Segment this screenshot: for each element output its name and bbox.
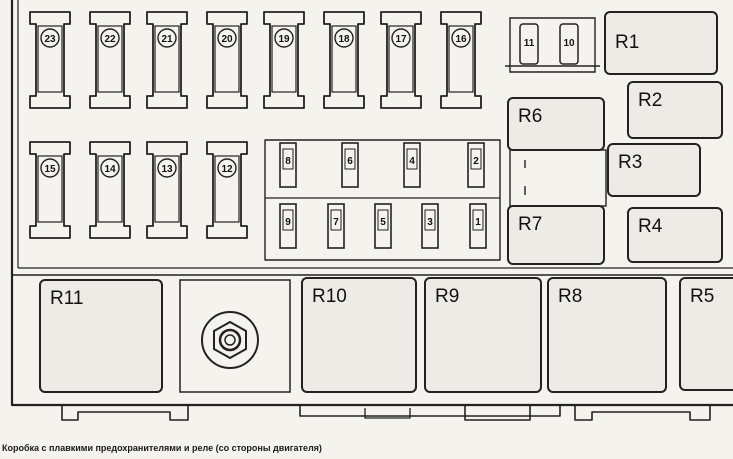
fuse-17: 17 <box>380 11 422 109</box>
mini-fuse-7: 7 <box>327 203 345 249</box>
mini-fuse-3: 3 <box>421 203 439 249</box>
diode-module <box>509 149 607 207</box>
fuse-23: 23 <box>29 11 71 109</box>
relay-label-r4: R4 <box>638 216 663 237</box>
mini-fuse-6: 6 <box>341 142 359 188</box>
fuse-12: 12 <box>206 141 248 239</box>
fuse-label-15: 15 <box>44 164 56 175</box>
relay-r3: R3 <box>607 143 701 197</box>
relay-label-r7: R7 <box>518 214 542 235</box>
relay-r11: R11 <box>39 279 163 393</box>
relay-r1: R1 <box>604 11 718 75</box>
relay-label-r5: R5 <box>690 286 714 307</box>
fuse-label-17: 17 <box>395 34 407 45</box>
fuse-label-13: 13 <box>161 164 173 175</box>
fuse-label-23: 23 <box>44 34 56 45</box>
mini-fuse-label-1: 1 <box>475 217 481 228</box>
mini-fuse-label-5: 5 <box>380 217 386 228</box>
fuse-label-16: 16 <box>455 34 467 45</box>
relay-label-r9: R9 <box>435 286 459 307</box>
fuse-label-12: 12 <box>221 164 233 175</box>
mini-fuse-label-2: 2 <box>473 156 479 167</box>
fuse-18: 18 <box>323 11 365 109</box>
mini-fuse-label-6: 6 <box>347 156 353 167</box>
mini-fuse-1: 1 <box>469 203 487 249</box>
small-fuse-block: 11 10 <box>505 17 600 73</box>
relay-r4: R4 <box>627 207 723 263</box>
relay-label-r11: R11 <box>50 288 83 309</box>
fuse-label-21: 21 <box>161 34 173 45</box>
mini-fuse-block: 8 6 4 2 9 7 5 3 1 <box>279 142 487 249</box>
relay-r9: R9 <box>424 277 542 393</box>
relay-label-r3: R3 <box>618 152 642 173</box>
relay-label-r10: R10 <box>312 286 347 307</box>
mini-fuse-2: 2 <box>467 142 485 188</box>
fuse-label-20: 20 <box>221 34 233 45</box>
relay-label-r6: R6 <box>518 106 542 127</box>
small-fuse-label-10: 10 <box>563 38 575 49</box>
mini-fuse-9: 9 <box>279 203 297 249</box>
fuse-20: 20 <box>206 11 248 109</box>
fuse-19: 19 <box>263 11 305 109</box>
fuse-label-14: 14 <box>104 164 116 175</box>
mini-fuse-label-8: 8 <box>285 156 291 167</box>
small-fuse-10: 10 <box>559 23 579 65</box>
mini-fuse-label-7: 7 <box>333 217 339 228</box>
fuse-14: 14 <box>89 141 131 239</box>
small-fuse-11: 11 <box>519 23 539 65</box>
mini-fuse-label-9: 9 <box>285 217 291 228</box>
fuse-16: 16 <box>440 11 482 109</box>
small-fuse-label-11: 11 <box>524 38 535 49</box>
relay-label-r8: R8 <box>558 286 582 307</box>
fuse-15: 15 <box>29 141 71 239</box>
mini-fuse-label-3: 3 <box>427 217 433 228</box>
relay-label-r1: R1 <box>615 32 639 53</box>
ground-stud <box>179 279 291 393</box>
mini-fuse-5: 5 <box>374 203 392 249</box>
relay-r2: R2 <box>627 81 723 139</box>
relay-r5: R5 <box>679 277 733 391</box>
fuse-label-22: 22 <box>104 34 116 45</box>
fuse-row-middle: 15 14 13 12 <box>29 141 248 239</box>
relay-r10: R10 <box>301 277 417 393</box>
relay-label-r2: R2 <box>638 90 662 111</box>
mini-fuse-8: 8 <box>279 142 297 188</box>
mini-fuse-label-4: 4 <box>409 156 415 167</box>
fuse-label-19: 19 <box>278 34 290 45</box>
fuse-label-18: 18 <box>338 34 350 45</box>
fuse-13: 13 <box>146 141 188 239</box>
fuse-21: 21 <box>146 11 188 109</box>
mini-fuse-4: 4 <box>403 142 421 188</box>
diagram-caption: Коробка с плавкими предохранителями и ре… <box>2 443 322 453</box>
relay-r7: R7 <box>507 205 605 265</box>
fuse-box-housing <box>10 0 733 421</box>
relay-r6: R6 <box>507 97 605 151</box>
fuse-row-top: 23 22 21 20 19 18 17 16 <box>29 11 482 109</box>
relay-r8: R8 <box>547 277 667 393</box>
fuse-22: 22 <box>89 11 131 109</box>
